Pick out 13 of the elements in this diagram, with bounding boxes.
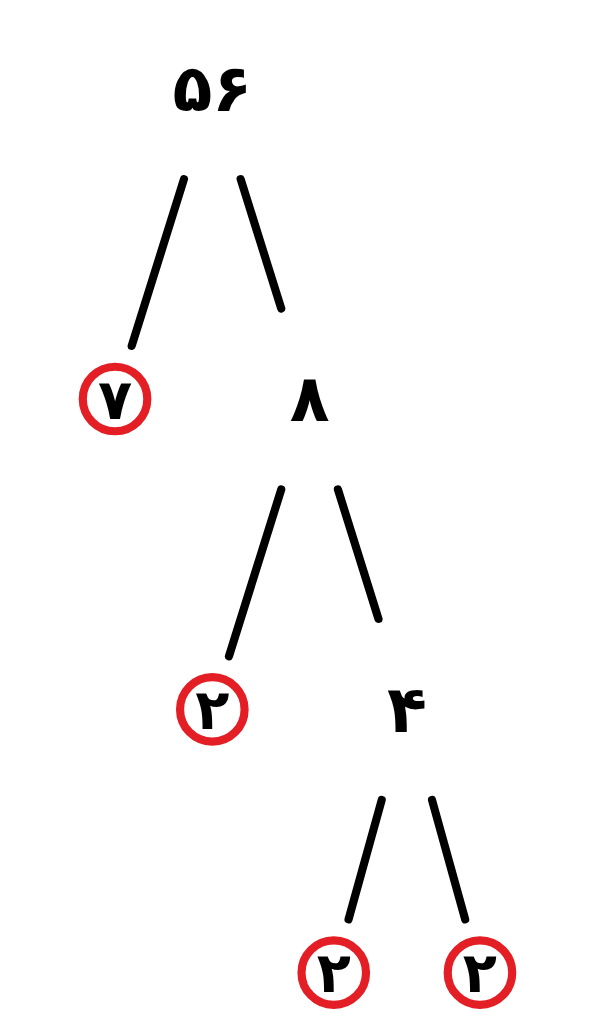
node-circle: ۷ bbox=[78, 362, 152, 436]
node-circle: ۲ bbox=[443, 936, 517, 1009]
connector bbox=[333, 485, 383, 623]
connector bbox=[236, 175, 286, 313]
node-circle: ۲ bbox=[297, 936, 371, 1009]
connector bbox=[224, 485, 286, 661]
connector bbox=[427, 795, 470, 924]
node-text: ۵۶ bbox=[172, 50, 253, 127]
node-circle: ۲ bbox=[175, 673, 249, 746]
node-text: ۸ bbox=[289, 360, 330, 437]
connector bbox=[344, 795, 386, 924]
connector bbox=[127, 175, 189, 350]
node-text: ۴ bbox=[386, 670, 427, 747]
